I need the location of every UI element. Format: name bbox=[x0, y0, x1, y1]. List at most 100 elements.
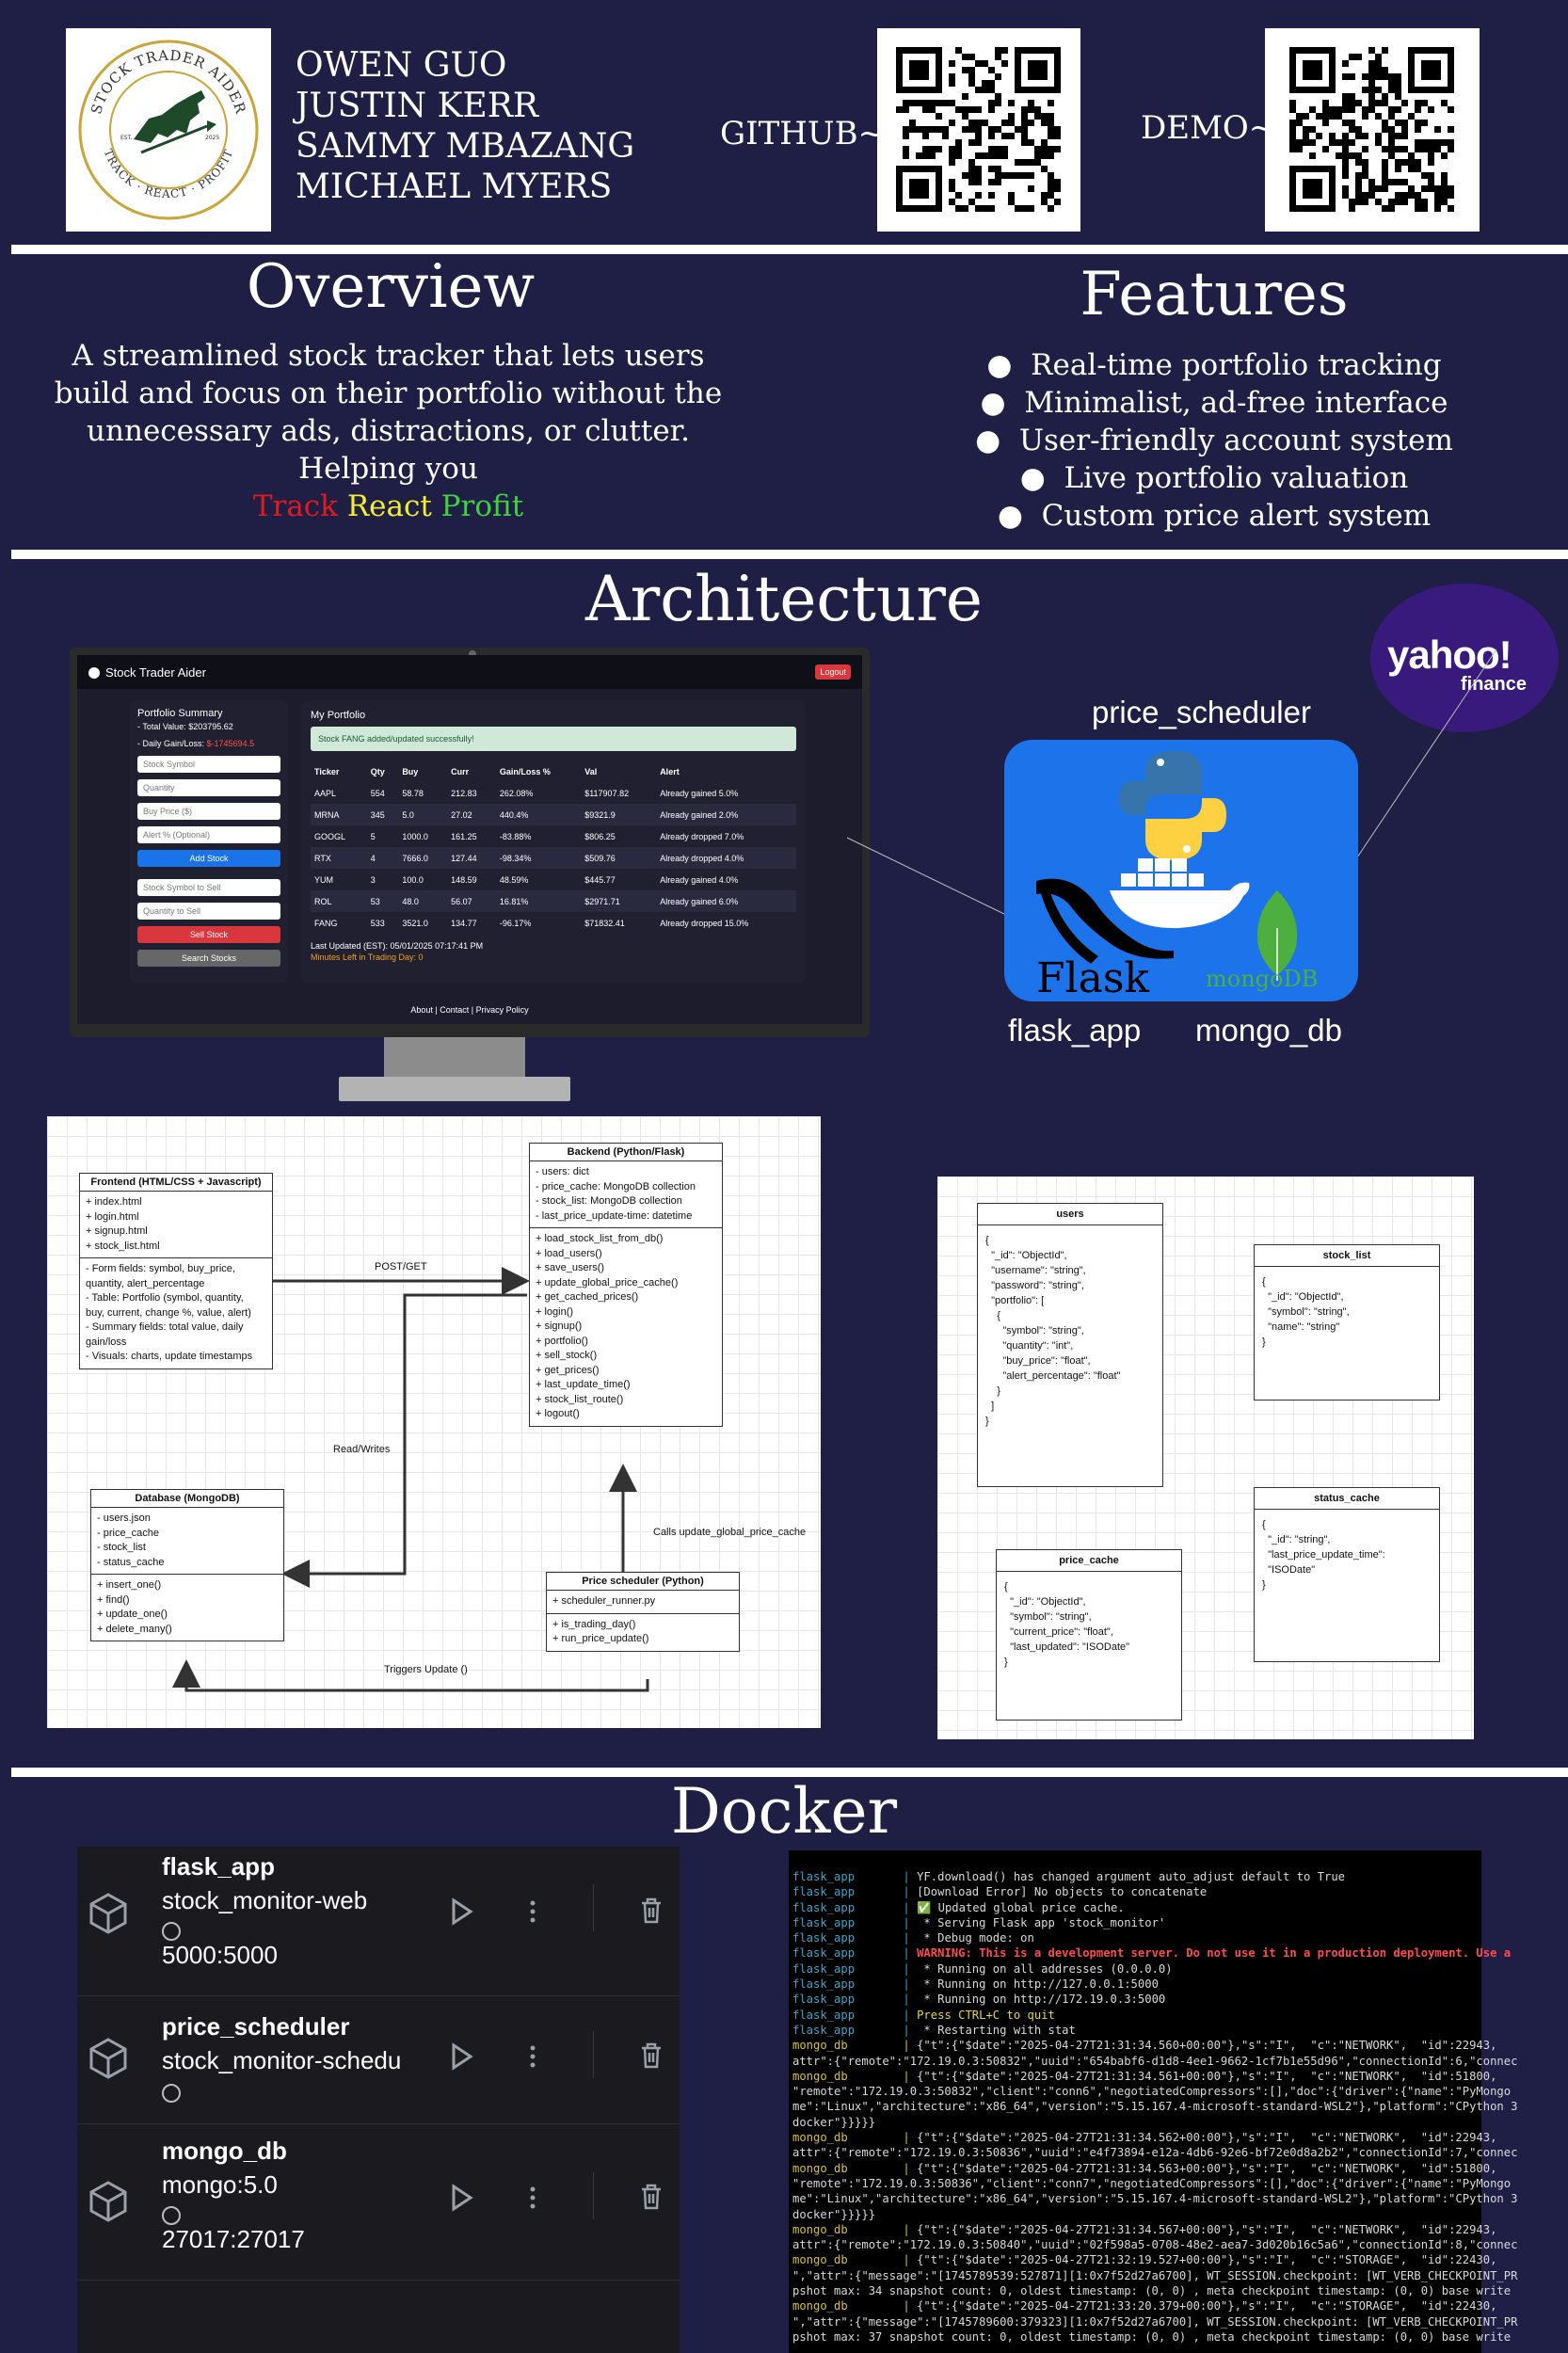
app-brand[interactable]: Stock Trader Aider bbox=[88, 665, 206, 680]
more-options-icon[interactable] bbox=[529, 2044, 536, 2073]
container-row[interactable]: flask_app stock_monitor-web 5000:5000 bbox=[77, 1847, 680, 1996]
sell-quantity-input[interactable]: Quantity to Sell bbox=[137, 903, 280, 920]
log-service: flask_app bbox=[792, 1977, 856, 1992]
sell-stock-button[interactable]: Sell Stock bbox=[137, 926, 280, 943]
log-message: {"t":{"$date":"2025-04-27T21:31:34.561+0… bbox=[917, 2069, 1497, 2083]
divider bbox=[11, 245, 1568, 254]
log-message: * Running on http://127.0.0.1:5000 bbox=[917, 1977, 1159, 1992]
github-label: GITHUB~ bbox=[720, 115, 886, 152]
svg-text:2025: 2025 bbox=[205, 135, 219, 141]
log-message: WARNING: This is a development server. D… bbox=[917, 1946, 1512, 1961]
sell-symbol-input[interactable]: Stock Symbol to Sell bbox=[137, 879, 280, 896]
tagline-track: Track bbox=[252, 489, 338, 523]
buy-price-input[interactable]: Buy Price ($) bbox=[137, 803, 280, 820]
log-line: "remote":"172.19.0.3:50832","client":"co… bbox=[792, 2084, 1511, 2099]
monitor-camera bbox=[469, 650, 476, 658]
play-icon[interactable] bbox=[450, 2184, 474, 2216]
demo-qr-code[interactable] bbox=[1265, 28, 1480, 232]
container-row[interactable]: mongo_db mongo:5.0 27017:27017 bbox=[77, 2123, 680, 2281]
log-message: docker"}}}}} bbox=[792, 2207, 876, 2221]
log-service: flask_app bbox=[792, 1931, 856, 1945]
users-collection-box: users { "_id": "ObjectId", "username": "… bbox=[977, 1203, 1163, 1487]
log-line: flask_app | YF.download() has changed ar… bbox=[792, 1870, 1346, 1883]
log-line: flask_app | * Serving Flask app 'stock_m… bbox=[792, 1915, 1166, 1929]
log-service: flask_app bbox=[792, 1885, 856, 1899]
bull-logo-icon: STOCK TRADER AIDER TRACK · REACT · PROFI… bbox=[78, 40, 259, 220]
log-line: mongo_db | {"t":{"$date":"2025-04-27T21:… bbox=[792, 2299, 1497, 2313]
log-message: attr":{"remote":"172.19.0.3:50832","uuid… bbox=[792, 2054, 1518, 2068]
services-box: Flask mongoDB bbox=[1004, 740, 1358, 1002]
log-message: Press CTRL+C to quit bbox=[917, 2008, 1055, 2022]
last-updated: Last Updated (EST): 05/01/2025 07:17:41 … bbox=[311, 941, 484, 951]
trash-icon[interactable] bbox=[640, 2042, 663, 2073]
quantity-input[interactable]: Quantity bbox=[137, 779, 280, 796]
log-line: me":"Linux","architecture":"x86_64","ver… bbox=[792, 2099, 1517, 2114]
container-image: stock_monitor-schedu bbox=[162, 2046, 402, 2074]
log-line: attr":{"remote":"172.19.0.3:50836","uuid… bbox=[792, 2145, 1517, 2160]
stock-symbol-input[interactable]: Stock Symbol bbox=[137, 756, 280, 773]
svg-text:Flask: Flask bbox=[1036, 954, 1149, 1002]
docker-icon bbox=[1110, 858, 1250, 929]
status-circle-icon bbox=[162, 2084, 181, 2103]
play-icon[interactable] bbox=[450, 2042, 474, 2074]
container-ports[interactable]: 5000:5000 bbox=[162, 1941, 278, 1969]
log-line: mongo_db | {"t":{"$date":"2025-04-27T21:… bbox=[792, 2161, 1497, 2175]
docker-container-list: flask_app stock_monitor-web 5000:5000 pr… bbox=[77, 1847, 680, 2353]
more-options-icon[interactable] bbox=[529, 2185, 536, 2214]
database-class-box: Database (MongoDB) - users.json- price_c… bbox=[90, 1489, 284, 1641]
container-ports[interactable]: 27017:27017 bbox=[162, 2225, 305, 2253]
log-line: mongo_db | {"t":{"$date":"2025-04-27T21:… bbox=[792, 2069, 1497, 2083]
app-footer[interactable]: About | Contact | Privacy Policy bbox=[410, 1005, 529, 1015]
logout-button[interactable]: Logout bbox=[815, 664, 851, 680]
author-list: OWEN GUO JUSTIN KERR SAMMY MBAZANG MICHA… bbox=[296, 45, 634, 207]
log-line: flask_app | ✅ Updated global price cache… bbox=[792, 1900, 1125, 1914]
trash-icon[interactable] bbox=[640, 2184, 663, 2214]
frontend-class-box: Frontend (HTML/CSS + Javascript) + index… bbox=[79, 1173, 273, 1369]
brand-icon bbox=[88, 667, 100, 680]
monitor-base bbox=[339, 1077, 570, 1101]
log-message: * Running on http://172.19.0.3:5000 bbox=[917, 1993, 1166, 2007]
database-fields: - users.json- price_cache- stock_list- s… bbox=[91, 1508, 283, 1575]
backend-class-box: Backend (Python/Flask) - users: dict- pr… bbox=[529, 1143, 723, 1427]
log-line: attr":{"remote":"172.19.0.3:50840","uuid… bbox=[792, 2237, 1517, 2252]
scheduler-fields: + scheduler_runner.py bbox=[547, 1591, 739, 1614]
add-stock-button[interactable]: Add Stock bbox=[137, 850, 280, 867]
log-message: me":"Linux","architecture":"x86_64","ver… bbox=[792, 2192, 1518, 2206]
github-qr-code[interactable] bbox=[877, 28, 1080, 232]
monitor-stand bbox=[384, 1037, 525, 1079]
cube-icon bbox=[89, 2038, 127, 2079]
feature-item: ● Live portfolio valuation bbox=[1019, 461, 1409, 495]
log-service: mongo_db bbox=[792, 2222, 848, 2236]
log-message: * Serving Flask app 'stock_monitor' bbox=[917, 1915, 1166, 1929]
log-line: mongo_db | {"t":{"$date":"2025-04-27T21:… bbox=[792, 2222, 1497, 2236]
log-service: mongo_db bbox=[792, 2039, 848, 2053]
search-stocks-button[interactable]: Search Stocks bbox=[137, 950, 280, 967]
log-message: me":"Linux","architecture":"x86_64","ver… bbox=[792, 2100, 1518, 2114]
container-name[interactable]: price_scheduler bbox=[162, 2012, 350, 2041]
scheduler-class-box: Price scheduler (Python) + scheduler_run… bbox=[546, 1572, 740, 1652]
more-options-icon[interactable] bbox=[529, 1899, 536, 1928]
app-navbar: Stock Trader Aider Logout bbox=[77, 655, 862, 689]
play-icon[interactable] bbox=[450, 1897, 474, 1929]
log-line: "remote":"172.19.0.3:50836","client":"co… bbox=[792, 2176, 1511, 2191]
container-row[interactable]: price_scheduler stock_monitor-schedu bbox=[77, 1995, 680, 2124]
log-line: flask_app | * Running on http://127.0.0.… bbox=[792, 1977, 1159, 1992]
summary-title: Portfolio Summary bbox=[137, 708, 223, 719]
alert-percent-input[interactable]: Alert % (Optional) bbox=[137, 826, 280, 843]
label-flask-app: flask_app bbox=[1008, 1013, 1142, 1048]
frontend-files: + index.html+ login.html+ signup.html+ s… bbox=[80, 1192, 272, 1258]
log-message: "remote":"172.19.0.3:50832","client":"co… bbox=[792, 2085, 1512, 2099]
container-name[interactable]: flask_app bbox=[162, 1852, 275, 1881]
log-message: * Running on all addresses (0.0.0.0) bbox=[917, 1961, 1173, 1976]
container-name[interactable]: mongo_db bbox=[162, 2137, 287, 2165]
log-line: flask_app | * Running on all addresses (… bbox=[792, 1961, 1173, 1976]
cube-icon bbox=[89, 1893, 127, 1934]
post-get-label: POST/GET bbox=[375, 1261, 427, 1273]
log-message: * Debug mode: on bbox=[917, 1931, 1034, 1945]
log-service: flask_app bbox=[792, 1946, 856, 1961]
trash-icon[interactable] bbox=[640, 1897, 663, 1928]
team-logo: STOCK TRADER AIDER TRACK · REACT · PROFI… bbox=[66, 28, 271, 232]
